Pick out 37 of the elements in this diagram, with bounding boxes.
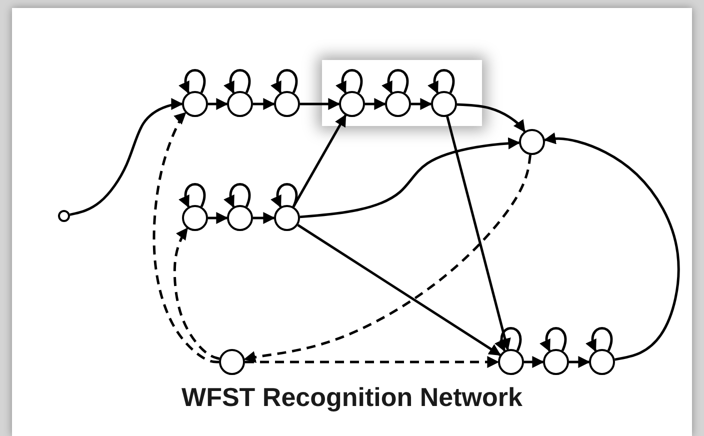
arrow — [456, 103, 526, 132]
arrow — [569, 356, 590, 368]
state-circle — [339, 91, 365, 117]
arrow — [300, 137, 520, 218]
arrow — [365, 98, 386, 110]
self-loop-arrow — [271, 183, 298, 208]
title: WFST Recognition Network — [182, 382, 522, 412]
arrow — [70, 98, 184, 216]
dashed-arrow — [245, 356, 500, 368]
arrow — [297, 224, 502, 356]
arrow — [446, 116, 511, 351]
arrow — [208, 98, 228, 110]
arrow — [253, 212, 276, 224]
self-loop-arrow — [428, 69, 455, 94]
arrow — [208, 212, 228, 224]
dashed-arrow — [173, 227, 220, 360]
self-loop-arrow — [224, 183, 251, 208]
arrow — [300, 98, 340, 110]
self-loop-arrow — [224, 69, 251, 94]
self-loop-arrow — [336, 69, 363, 94]
arrow — [524, 356, 544, 368]
arrow — [253, 98, 276, 110]
dashed-arrow — [152, 112, 219, 364]
self-loop-arrow — [382, 69, 409, 94]
self-loop-arrow — [586, 327, 613, 352]
arrow — [544, 132, 680, 361]
state-circle — [431, 91, 457, 117]
self-loop-arrow — [179, 69, 206, 94]
dashed-arrow — [244, 154, 532, 363]
arrow — [292, 114, 347, 208]
self-loop-arrow — [179, 183, 206, 208]
highlight-box — [322, 60, 482, 126]
arrow — [411, 98, 432, 110]
state-circle — [385, 91, 411, 117]
self-loop-arrow — [271, 69, 298, 94]
self-loop-arrow — [540, 327, 567, 352]
self-loop-arrow — [495, 327, 522, 352]
